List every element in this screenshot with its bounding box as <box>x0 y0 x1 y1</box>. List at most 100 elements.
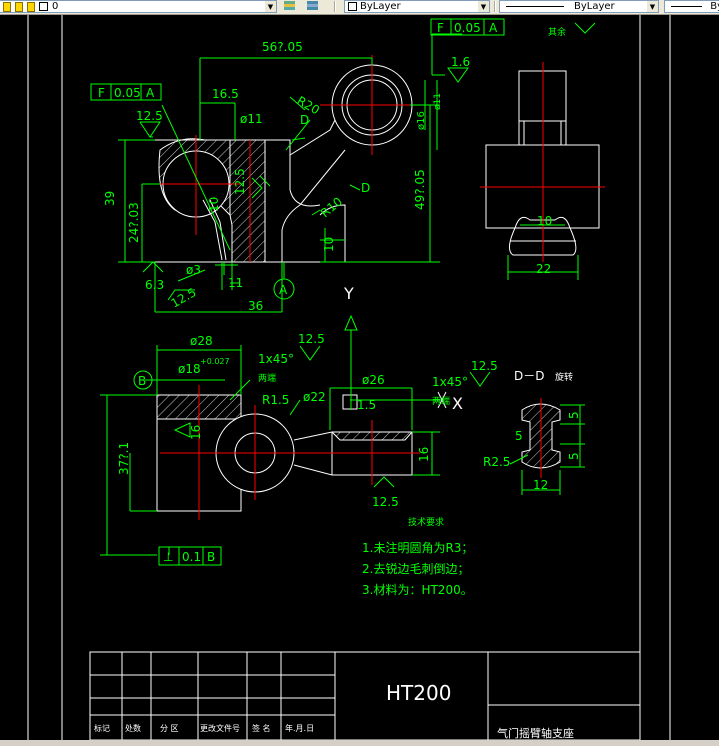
dim-phi11: ø11 <box>240 112 263 126</box>
linetype-preview <box>506 6 564 7</box>
drawing-frame <box>27 15 671 740</box>
header-change-doc: 更改文件号 <box>200 723 240 733</box>
fcf-left-value: 0.05 <box>114 86 141 100</box>
material-label: HT200 <box>386 681 451 705</box>
fcf-front-value: 0.1 <box>182 550 201 564</box>
fcf-left-ref: A <box>146 86 155 100</box>
dim-overall-56: 56?.05 <box>262 40 303 54</box>
header-zone: 分 区 <box>160 724 179 733</box>
datum-b: B <box>138 374 146 388</box>
dim-10-b: 10 <box>322 237 336 252</box>
dim-16-5: 16.5 <box>212 87 239 101</box>
dim-section-5-a: 5 <box>567 411 581 419</box>
notes-line-3: 3.材料为：HT200。 <box>362 583 473 597</box>
drawing-canvas[interactable]: F 0.05 A F 0.05 A 56?.05 16.5 R20 ø11 12… <box>0 15 719 740</box>
linetype-value: ByLayer <box>574 1 615 12</box>
dim-r10: R10 <box>318 194 345 220</box>
layer-previous-icon[interactable] <box>306 1 319 12</box>
dim-r2-5: R2.5 <box>483 455 510 469</box>
layer-dropdown[interactable]: 0 ▼ <box>0 0 277 13</box>
color-dropdown[interactable]: ByLayer ▼ <box>344 0 490 13</box>
dim-10: 10 <box>207 197 221 212</box>
header-signature: 签 名 <box>252 723 271 733</box>
rough-12-5-bottom: 12.5 <box>169 285 199 310</box>
section-dd-title: D－D <box>514 369 544 383</box>
dim-11: 11 <box>228 276 243 290</box>
notes-line-2: 2.去锐边毛刺倒边； <box>362 562 469 576</box>
dim-phi18-tolerance: +0.027 <box>200 357 230 366</box>
dim-39: 39 <box>103 191 117 206</box>
chevron-down-icon[interactable]: ▼ <box>647 1 658 12</box>
top-view-hatch <box>229 139 266 263</box>
dim-section-5-c: 5 <box>567 452 581 460</box>
header-count: 处数 <box>125 723 141 733</box>
dim-1-5: 1.5 <box>357 398 376 412</box>
dim-chamfer-1-note: 两端 <box>258 372 276 384</box>
status-strip <box>0 740 719 746</box>
datum-a: A <box>279 283 288 297</box>
section-mark-d-bottom: D <box>361 181 370 195</box>
dim-side-22: 22 <box>536 262 551 276</box>
lineweight-dropdown[interactable]: By <box>664 0 719 13</box>
title-block <box>89 651 641 740</box>
properties-toolbar: 0 ▼ ByLayer ▼ ByLayer ▼ By <box>0 0 719 15</box>
color-swatch <box>348 2 357 11</box>
dim-24-03: 24?.03 <box>127 202 141 243</box>
rough-other-label: 其余 <box>548 26 566 38</box>
rough-6-3: 6.3 <box>145 278 164 292</box>
fcf-left-symbol: F <box>98 86 105 100</box>
top-view: F 0.05 A F 0.05 A 56?.05 16.5 R20 ø11 12… <box>90 18 596 313</box>
rough-12-5-front-top: 12.5 <box>298 332 325 346</box>
dim-side-10: 10 <box>537 214 552 228</box>
front-view: ø28 ø18 +0.027 1x45° 两端 R1.5 ø22 ø26 1x4… <box>100 284 491 566</box>
lock-icon <box>27 1 35 12</box>
fcf-front-ref: B <box>207 550 215 564</box>
rough-12-5-mid: 12.5 <box>233 168 247 195</box>
toolbar-separator <box>494 1 496 12</box>
layer-color-swatch <box>39 2 48 11</box>
part-name-label: 气门摇臂轴支座 <box>497 726 574 740</box>
dim-phi26: ø26 <box>362 373 385 387</box>
rough-12-5-front-bottom: 12.5 <box>372 495 399 509</box>
color-value: ByLayer <box>360 1 401 12</box>
axis-y-label: Y <box>343 284 354 303</box>
dim-49-05: 49?.05 <box>413 169 427 210</box>
dim-phi11-b: ø11 <box>433 93 443 110</box>
linetype-dropdown[interactable]: ByLayer ▼ <box>499 0 659 13</box>
dim-37-1: 37?.1 <box>117 442 131 475</box>
chevron-down-icon[interactable]: ▼ <box>478 1 489 12</box>
dim-chamfer-2: 1x45° <box>432 375 468 389</box>
dim-phi3: ø3 <box>186 263 201 277</box>
header-date: 年.月.日 <box>285 723 314 733</box>
dim-16-a: 16 <box>189 425 203 440</box>
toolbar-separator <box>334 1 336 12</box>
make-layer-current-icon[interactable] <box>283 1 296 12</box>
lightbulb-icon <box>3 1 11 12</box>
section-dd-note: 旋转 <box>555 371 573 383</box>
sun-icon <box>15 1 23 12</box>
dim-chamfer-1: 1x45° <box>258 352 294 366</box>
lineweight-preview <box>671 6 703 7</box>
section-dd: D－D 旋转 12.5 5 5 5 R2.5 12 <box>471 359 585 495</box>
rough-1-6: 1.6 <box>451 55 470 69</box>
rough-12-5-top: 12.5 <box>136 109 163 123</box>
header-mark: 标记 <box>94 723 110 733</box>
dim-phi18: ø18 <box>178 362 201 376</box>
chevron-down-icon[interactable]: ▼ <box>265 1 276 12</box>
fcf-top-value: 0.05 <box>454 21 481 35</box>
axis-x-label: X <box>452 394 463 413</box>
dim-36: 36 <box>248 299 263 313</box>
side-view: 10 22 <box>480 62 605 280</box>
dim-chamfer-2-note: 两端 <box>432 395 450 407</box>
dim-phi28: ø28 <box>190 334 213 348</box>
dim-phi16: ø16 <box>416 111 427 130</box>
notes-heading: 技术要求 <box>408 516 444 528</box>
section-mark-d-top: D <box>300 113 309 127</box>
dim-16-b: 16 <box>417 447 431 462</box>
dim-phi22: ø22 <box>303 390 326 404</box>
dim-section-5-b: 5 <box>515 429 523 443</box>
fcf-front-symbol: ⊥ <box>163 550 173 564</box>
lineweight-value: By <box>710 1 719 12</box>
layer-value: 0 <box>52 1 59 12</box>
dim-section-12: 12 <box>533 478 548 492</box>
